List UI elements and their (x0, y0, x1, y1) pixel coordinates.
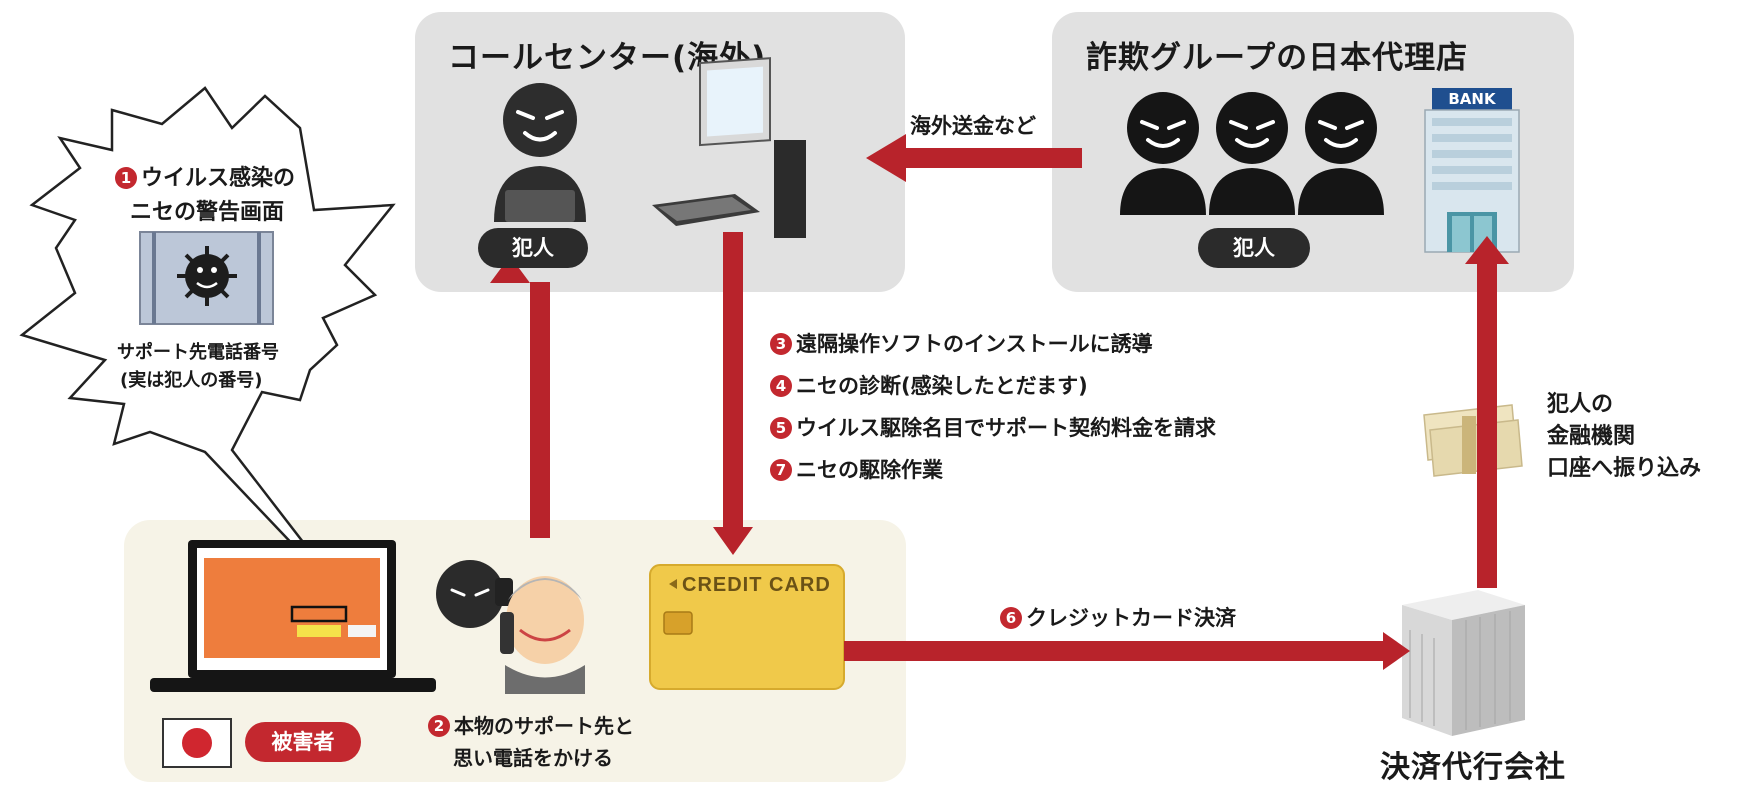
bank-transfer-label-3: 口座へ振り込み (1547, 456, 1702, 481)
speech-bubble-title-2: ニセの警告画面 (130, 200, 285, 225)
payment-processor-title: 決済代行会社 (1380, 750, 1566, 785)
fake-warning-screen-icon (139, 231, 274, 325)
speech-bubble-caption-2: (実は犯人の番号) (120, 370, 263, 391)
japan-flag-icon (162, 718, 232, 768)
overseas-transfer-label: 海外送金など (910, 114, 1036, 138)
victim-badge: 被害者 (245, 722, 361, 762)
phone-call-label-2: 思い電話をかける (453, 746, 613, 770)
agency-title: 詐欺グループの日本代理店 (1086, 40, 1469, 76)
call-center-hacker-icon (494, 83, 586, 222)
payment-company-building-icon (1402, 590, 1525, 736)
bank-transfer-label-2: 金融機関 (1547, 424, 1636, 449)
call-center-criminal-badge: 犯人 (478, 228, 588, 268)
step-1-number: 1 (115, 167, 137, 189)
overseas-transfer-arrow (904, 148, 1082, 168)
bank-building-icon (1424, 88, 1520, 253)
speech-bubble-caption-1: サポート先電話番号 (117, 342, 279, 363)
bank-transfer-arrow (1477, 262, 1497, 588)
card-payment-arrow (844, 641, 1385, 661)
computer-icon (652, 57, 806, 238)
phone-call-arrow (530, 282, 550, 538)
criminal-group-icon (1120, 92, 1384, 215)
speech-bubble-shape (19, 86, 396, 613)
laptop-icon (150, 540, 436, 692)
cash-bundle-icon (1423, 404, 1523, 477)
victim-on-phone-icon (436, 560, 585, 694)
bank-sign: BANK (1448, 90, 1496, 108)
arrow-heads (490, 134, 1509, 670)
remote-control-arrow (723, 232, 743, 528)
credit-card-icon (649, 564, 845, 690)
credit-card-text: CREDIT CARD (682, 574, 831, 596)
agency-criminal-badge: 犯人 (1198, 228, 1310, 268)
bank-transfer-label-1: 犯人の (1547, 392, 1614, 417)
